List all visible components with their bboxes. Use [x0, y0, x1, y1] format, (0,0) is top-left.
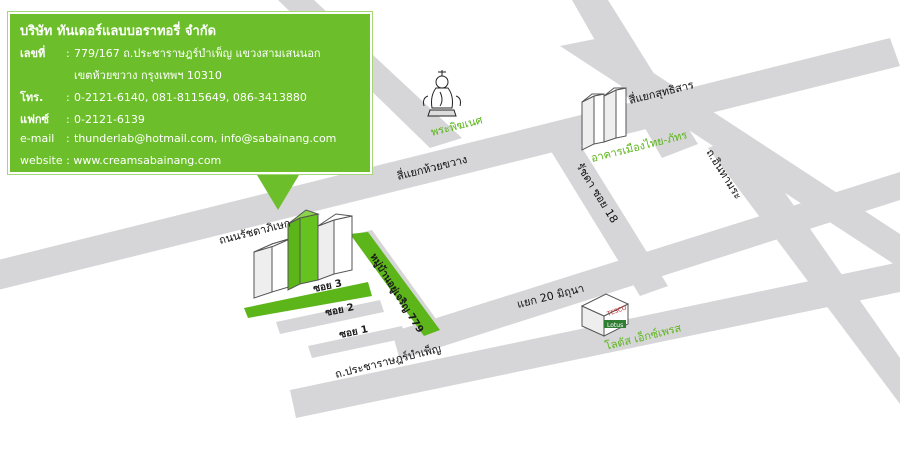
muangthai-tower-2-side — [603, 89, 617, 143]
website-link[interactable]: www.creamsabainang.com — [73, 154, 222, 167]
highlight-soi-3 — [244, 282, 372, 318]
address-row-2: เขตห้วยขวาง กรุงเทพฯ 10310 — [74, 66, 222, 84]
building-right-top — [317, 213, 353, 227]
building-left-side — [253, 243, 273, 299]
road-pracharat-bamphen — [290, 262, 900, 418]
phone-row: โทร.:0-2121-6140, 081-8115649, 086-34138… — [20, 88, 307, 106]
route-highlight — [244, 232, 440, 336]
company-name: บริษัท ทันเดอร์แลบบอราทอรี่ จำกัด — [20, 24, 217, 39]
address-row: เลขที่:779/167 ถ.ประชาราษฎร์บำเพ็ญ แขวงส… — [20, 44, 321, 62]
phone-value: 0-2121-6140, 081-8115649, 086-3413880 — [74, 91, 307, 104]
phone-label: โทร. — [20, 91, 44, 104]
fax-value: 0-2121-6139 — [74, 113, 145, 126]
road-network — [0, 0, 900, 418]
store-roof — [580, 293, 630, 317]
road-inthamara-south — [708, 134, 900, 404]
fax-row: แฟกซ์:0-2121-6139 — [20, 110, 145, 128]
store-lotus-sign: Lotus — [607, 322, 623, 329]
company-info-bubble: บริษัท ทันเดอร์แลบบอราทอรี่ จำกัด เลขที่… — [8, 12, 372, 174]
address-line-1: 779/167 ถ.ประชาราษฎร์บำเพ็ญ แขวงสามเสนนอ… — [74, 47, 321, 60]
building-office-top — [287, 209, 320, 225]
tesco-lotus-store-icon — [580, 293, 630, 337]
muangthai-tower-1-side — [581, 95, 595, 151]
road-soi18 — [538, 122, 668, 296]
road-20-june — [392, 172, 900, 360]
highlight-village-road — [350, 232, 440, 336]
website-label: website — [20, 154, 63, 167]
email-value[interactable]: thunderlab@hotmail.com, info@sabainang.c… — [74, 132, 337, 145]
store-lotus-sign-bg — [604, 320, 626, 328]
muangthai-tower-2-front — [615, 87, 627, 139]
ganesha-icon — [423, 70, 461, 117]
building-right-side — [317, 219, 335, 281]
building-right-front — [333, 215, 353, 275]
road-soi-2 — [276, 300, 384, 334]
road-soi-1 — [308, 326, 406, 358]
address-label: เลขที่ — [20, 47, 46, 60]
muangthai-tower-1-front — [593, 93, 605, 145]
office-buildings — [253, 209, 353, 299]
fax-label: แฟกซ์ — [20, 113, 50, 126]
muangthai-building — [581, 87, 627, 151]
building-office-front — [299, 213, 319, 285]
address-line-2: เขตห้วยขวาง กรุงเทพฯ 10310 — [74, 69, 222, 82]
muangthai-tower-1-top — [581, 93, 605, 103]
email-label: e-mail — [20, 132, 55, 145]
info-bubble-pointer — [254, 170, 302, 210]
muangthai-tower-2-top — [603, 87, 627, 97]
email-row: e-mail:thunderlab@hotmail.com, info@saba… — [20, 132, 337, 145]
website-row: website : www.creamsabainang.com — [20, 154, 222, 167]
